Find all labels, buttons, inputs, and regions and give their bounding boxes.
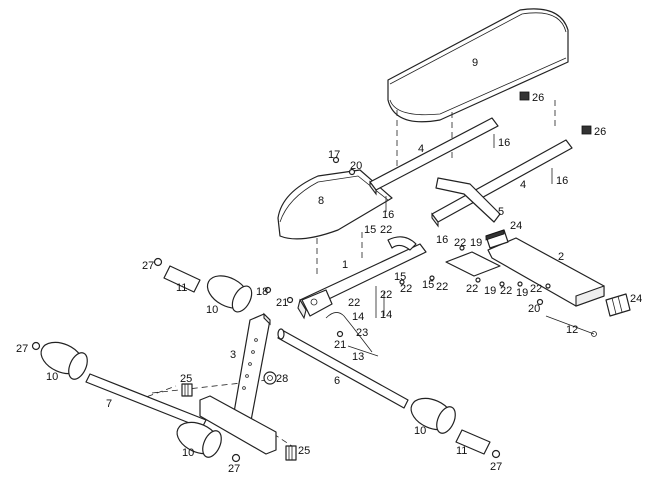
callout-16: 16: [436, 234, 448, 246]
callout-25: 25: [298, 445, 310, 457]
roller-lower-right: [410, 397, 456, 434]
callout-labels: 9 26 26 16 16 16 16 4 4 17 20 8 5 24 24 …: [16, 57, 642, 475]
callout-13: 13: [352, 351, 364, 363]
washers: [264, 156, 551, 338]
callout-26: 26: [532, 92, 544, 104]
callout-27: 27: [228, 463, 240, 475]
callout-14: 14: [352, 311, 364, 323]
callout-21: 21: [334, 339, 346, 351]
side-plate: [301, 289, 333, 317]
callout-19: 19: [470, 237, 482, 249]
callout-10: 10: [206, 304, 218, 316]
callout-20: 20: [350, 160, 362, 172]
callout-22: 22: [454, 237, 466, 249]
cap-26: [519, 91, 592, 135]
back-pad: [387, 8, 569, 123]
knob: [263, 371, 277, 385]
callout-27: 27: [142, 260, 154, 272]
callout-22: 22: [348, 297, 360, 309]
callout-16: 16: [498, 137, 510, 149]
callout-16: 16: [382, 209, 394, 221]
callout-2: 2: [558, 251, 564, 263]
callout-24: 24: [630, 293, 642, 305]
callout-22: 22: [466, 283, 478, 295]
callout-26: 26: [594, 126, 606, 138]
callout-22: 22: [436, 281, 448, 293]
main-frame: [297, 236, 427, 320]
back-rail-lower: [431, 139, 573, 228]
callout-19: 19: [516, 287, 528, 299]
callout-11: 11: [176, 282, 187, 294]
callout-22: 22: [530, 283, 542, 295]
callout-24: 24: [510, 220, 522, 232]
callout-12: 12: [566, 324, 578, 336]
callout-21: 21: [276, 297, 288, 309]
pull-pin: [325, 312, 373, 353]
callout-14: 14: [380, 309, 392, 321]
back-rail-upper: [369, 117, 499, 196]
callout-9: 9: [472, 57, 478, 69]
callout-22: 22: [380, 224, 392, 236]
callout-27: 27: [16, 343, 28, 355]
rear-frame: [487, 237, 605, 307]
callout-7: 7: [106, 398, 112, 410]
callout-28: 28: [276, 373, 288, 385]
cap-24-lower: [605, 293, 631, 317]
callout-4: 4: [418, 143, 424, 155]
cap-24-upper: [485, 229, 509, 249]
callout-15: 15: [422, 279, 434, 291]
callout-1: 1: [342, 259, 348, 271]
callout-15: 15: [394, 271, 406, 283]
callout-23: 23: [356, 327, 368, 339]
callout-25: 25: [180, 373, 192, 385]
end-caps: [31, 257, 501, 463]
roller-left: [40, 341, 88, 380]
callout-18: 18: [256, 286, 268, 298]
base-foot: [199, 395, 277, 455]
callout-22: 22: [380, 289, 392, 301]
adjust-bracket: [435, 177, 501, 223]
assembly-guide-lines: [137, 100, 556, 451]
callout-22: 22: [500, 285, 512, 297]
long-tube: [277, 328, 409, 409]
callout-19: 19: [484, 285, 496, 297]
callout-10: 10: [46, 371, 58, 383]
pin-rod: [347, 345, 379, 357]
roller-lower-left: [176, 421, 222, 458]
callout-10: 10: [182, 447, 194, 459]
callout-4: 4: [520, 179, 526, 191]
pivot-plate: [445, 251, 501, 277]
end-tube-upper: [163, 265, 201, 293]
callout-20: 20: [528, 303, 540, 315]
callout-8: 8: [318, 195, 324, 207]
callout-27: 27: [490, 461, 502, 473]
end-tube-lower: [455, 429, 491, 455]
callout-6: 6: [334, 375, 340, 387]
callout-11: 11: [456, 445, 467, 457]
callout-15: 15: [364, 224, 376, 236]
callout-5: 5: [498, 206, 504, 218]
cap-25-right: [285, 445, 297, 461]
roller-upper-left: [206, 275, 253, 313]
callout-17: 17: [328, 149, 340, 161]
callout-10: 10: [414, 425, 426, 437]
callout-22: 22: [400, 283, 412, 295]
seat-pad: [277, 169, 393, 240]
cap-25-left: [181, 383, 193, 397]
callout-3: 3: [230, 349, 236, 361]
bolts: [375, 134, 597, 337]
callout-16: 16: [556, 175, 568, 187]
